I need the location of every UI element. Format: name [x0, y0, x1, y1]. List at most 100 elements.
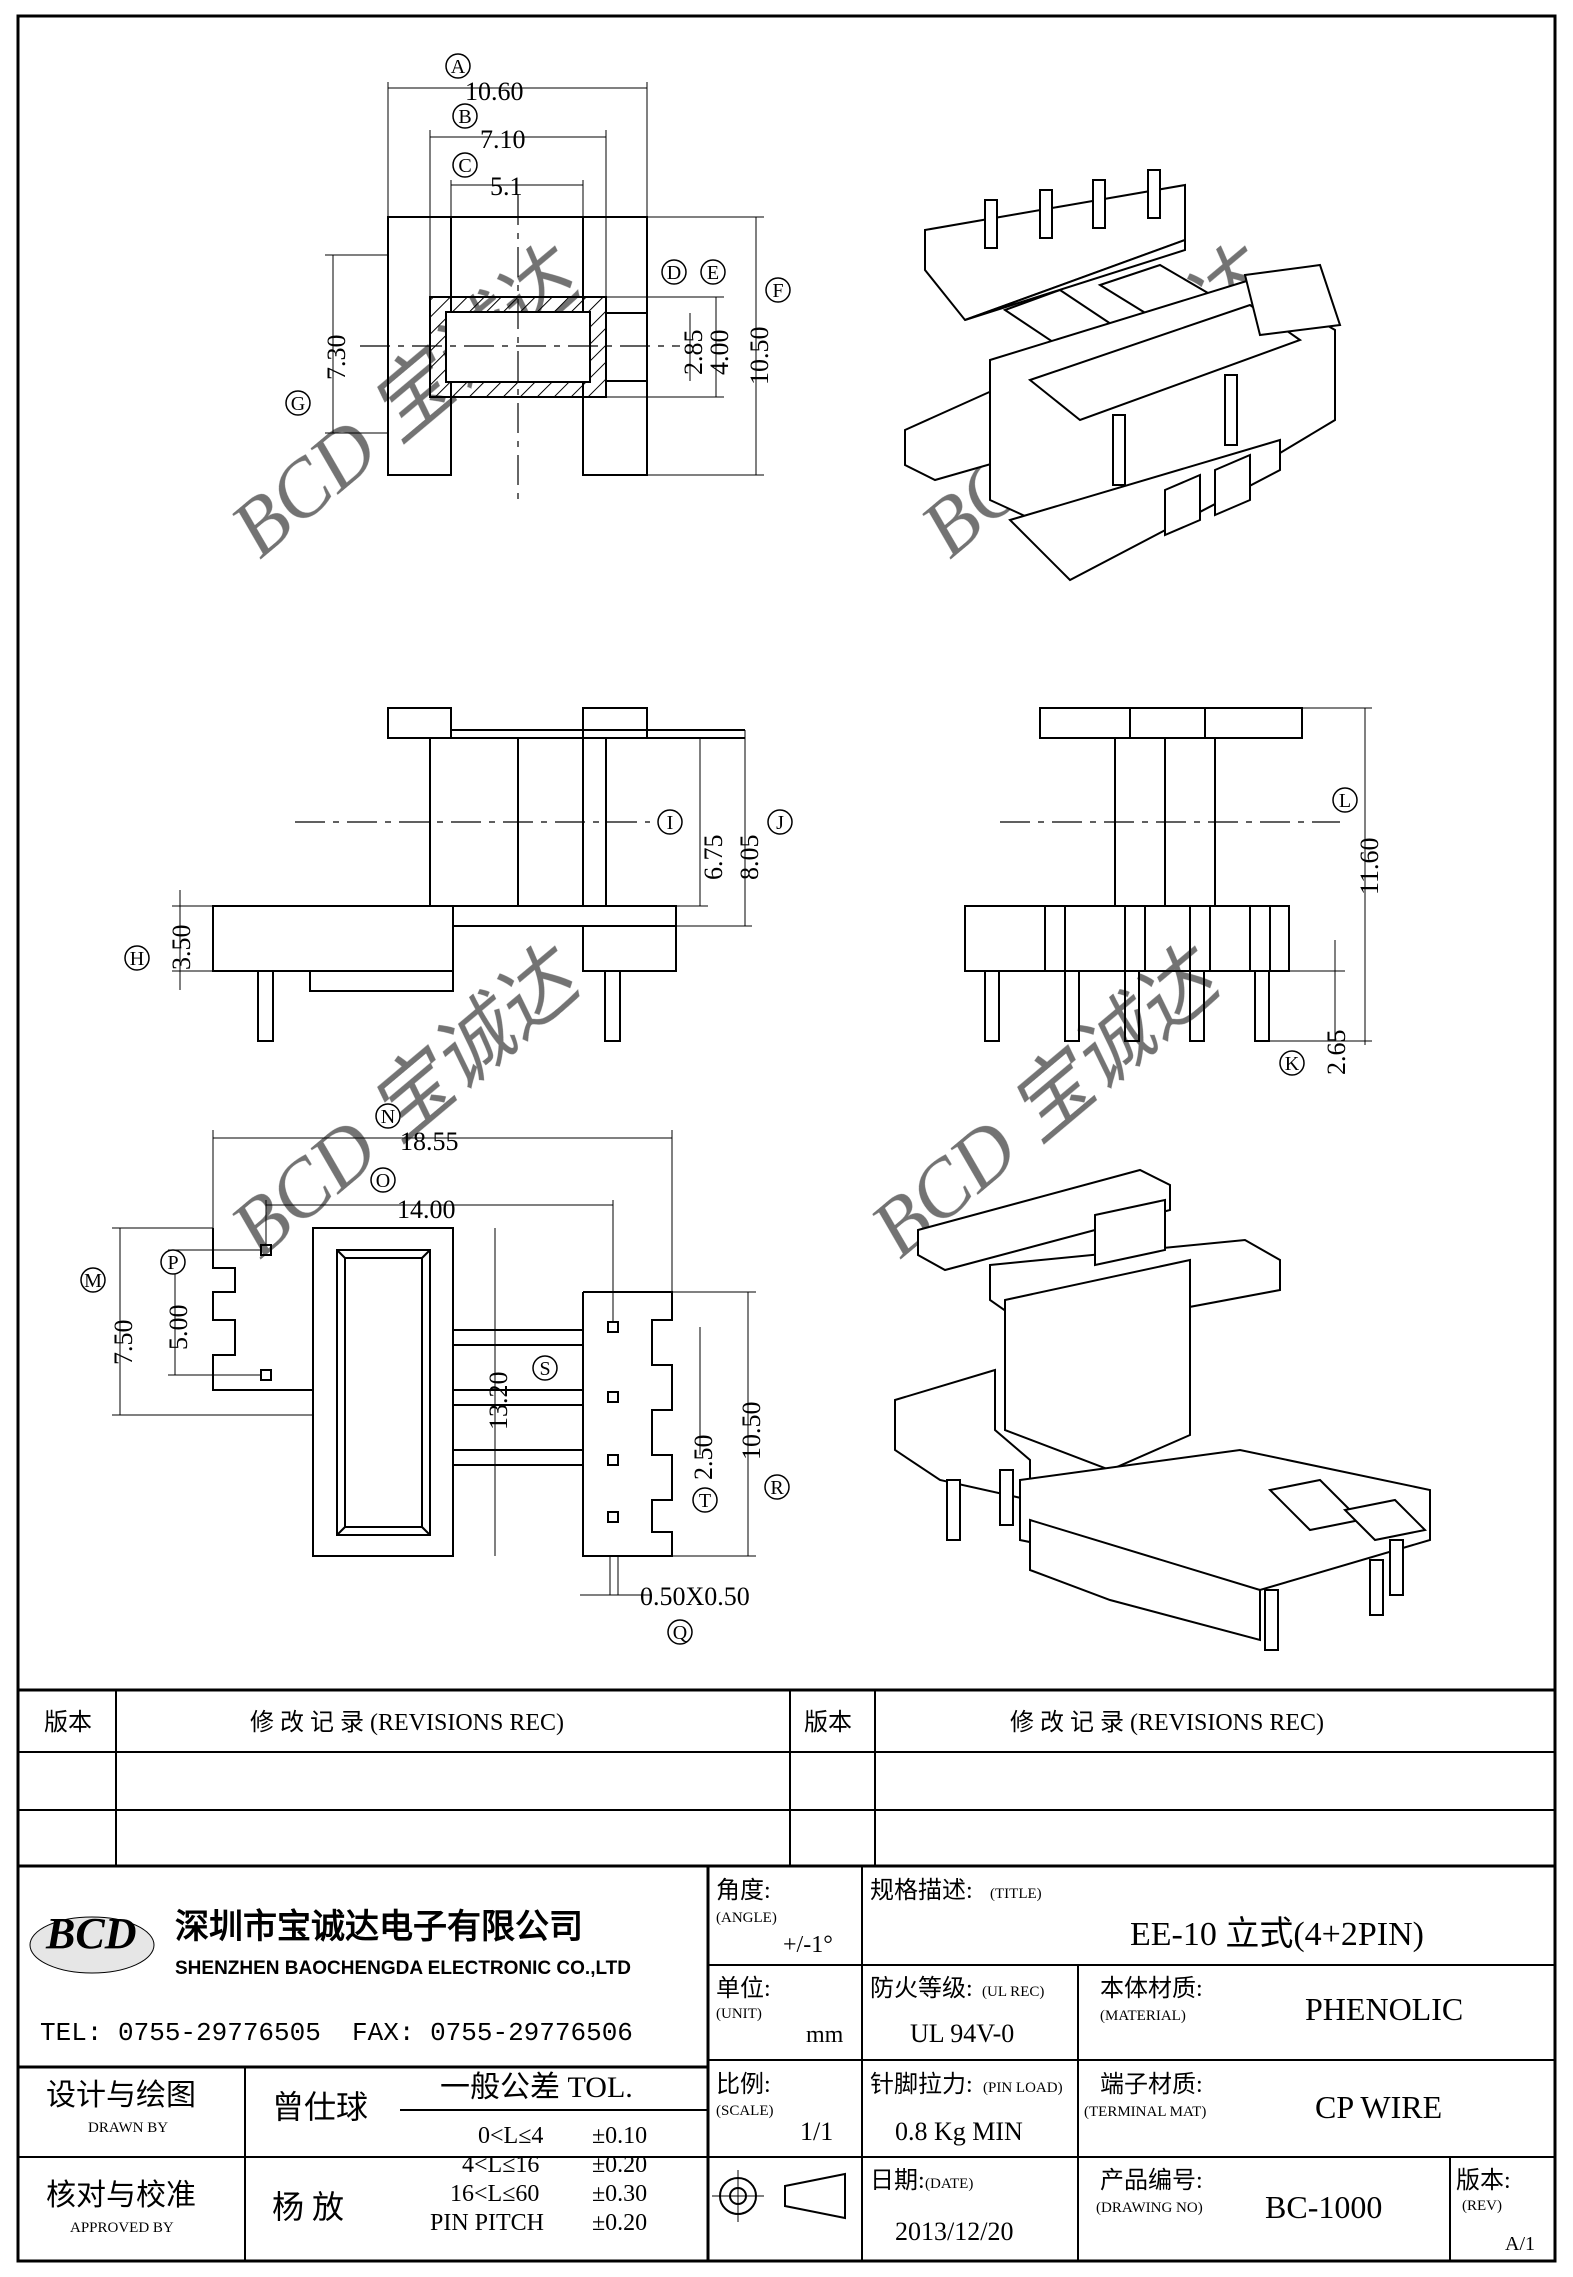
tol-value-2: ±0.30 [592, 2181, 647, 2207]
ul-sub: (UL REC) [982, 1984, 1044, 2000]
sheet-border [16, 14, 1557, 2263]
ul-value: UL 94V-0 [910, 2019, 1014, 2048]
approved-label: 核对与校准 [46, 2179, 196, 2212]
tol-value-3: ±0.20 [592, 2210, 647, 2236]
company-name-cn: 深圳市宝诚达电子有限公司 [175, 1907, 583, 1946]
dim-e: 4.00 [705, 330, 734, 376]
dim-n: 18.55 [400, 1127, 459, 1156]
svg-text:M: M [84, 1270, 102, 1292]
rev-col-version-2: 版本 [804, 1709, 852, 1736]
ul-label: 防火等级: [870, 1975, 973, 2002]
rev-col-version-1: 版本 [44, 1709, 92, 1736]
bubble-c: C [452, 152, 478, 178]
bubble-l: L [1332, 787, 1358, 813]
pin-label: 针脚拉力: [870, 2071, 973, 2098]
top-view-dims: 10.60 7.10 5.1 7.30 2.85 4.00 10.50 [322, 77, 774, 385]
svg-text:C: C [458, 155, 471, 177]
svg-text:D: D [667, 262, 681, 284]
side-view [964, 707, 1372, 1045]
drawn-value: 曾仕球 [272, 2089, 368, 2125]
material-value: PHENOLIC [1305, 1991, 1463, 2027]
bubble-p: P [160, 1249, 186, 1275]
svg-text:Q: Q [673, 1622, 688, 1644]
drawn-label: 设计与绘图 [46, 2079, 196, 2112]
drawing-sub: (DRAWING NO) [1096, 2200, 1203, 2216]
unit-label: 单位: [716, 1975, 771, 2002]
dim-d: 2.85 [679, 330, 708, 376]
iso-view-top [904, 169, 1342, 582]
tol-value-0: ±0.10 [592, 2123, 647, 2149]
terminal-sub: (TERMINAL MAT) [1084, 2104, 1206, 2120]
unit-sub: (UNIT) [716, 2006, 762, 2022]
projection-symbol [712, 2170, 846, 2222]
dim-c: 5.1 [490, 172, 523, 201]
front-view-dims: 6.75 8.05 3.50 [167, 835, 764, 971]
dim-p: 5.00 [164, 1305, 193, 1351]
top-view [325, 82, 764, 500]
company-contact: TEL: 0755-29776505 FAX: 0755-29776506 [40, 2018, 633, 2048]
dim-o: 14.00 [397, 1195, 456, 1224]
bubble-b: B [452, 103, 478, 129]
tol-range-1: 4<L≤16 [462, 2152, 539, 2178]
svg-text:I: I [667, 812, 674, 834]
tol-rows: 0<L≤4 ±0.10 4<L≤16 ±0.20 16<L≤60 ±0.30 P… [430, 2123, 647, 2236]
front-view [172, 707, 752, 1042]
dim-s: 13.20 [484, 1372, 513, 1431]
dim-bubbles: A B C D E F G H I J K L M N O P Q R S T [80, 53, 1358, 1645]
bubble-j: J [767, 809, 793, 835]
dim-i: 6.75 [699, 835, 728, 881]
svg-text:A: A [451, 56, 466, 78]
dim-j: 8.05 [735, 835, 764, 881]
dim-a: 10.60 [465, 77, 524, 106]
bubble-k: K [1279, 1050, 1305, 1076]
rev-label: 版本: [1456, 2167, 1511, 2194]
bubble-m: M [80, 1267, 106, 1293]
rev-col-record-1: 修 改 记 录 (REVISIONS REC) [250, 1709, 564, 1736]
bubble-s: S [532, 1355, 558, 1381]
dim-t: 2.50 [689, 1435, 718, 1481]
iso-view-bottom [894, 1168, 1431, 1651]
rev-value: A/1 [1505, 2233, 1535, 2255]
bubble-g: G [285, 390, 311, 416]
svg-text:E: E [707, 262, 719, 284]
svg-text:J: J [776, 812, 784, 834]
dim-f: 10.50 [745, 327, 774, 386]
bubble-i: I [657, 809, 683, 835]
svg-text:H: H [130, 948, 144, 970]
revisions-table [18, 1688, 1555, 1868]
svg-text:K: K [1285, 1053, 1300, 1075]
dim-m: 7.50 [109, 1320, 138, 1366]
bottom-view-dims: 18.55 14.00 7.50 5.00 13.20 2.50 10.50 0… [109, 1127, 766, 1611]
bubble-e: E [700, 259, 726, 285]
terminal-label: 端子材质: [1100, 2071, 1203, 2098]
material-sub: (MATERIAL) [1100, 2008, 1186, 2024]
dim-k: 2.65 [1322, 1030, 1351, 1076]
revisions-header: 版本 修 改 记 录 (REVISIONS REC) 版本 修 改 记 录 (R… [44, 1709, 1324, 1736]
date-label: 日期: [870, 2168, 925, 2194]
bubble-q: Q [667, 1619, 693, 1645]
drawing-label: 产品编号: [1100, 2167, 1203, 2194]
dim-q: 0.50X0.50 [640, 1582, 750, 1611]
bottom-view [112, 1130, 756, 1596]
svg-text:O: O [376, 1170, 390, 1192]
scale-sub: (SCALE) [716, 2103, 774, 2119]
svg-text:G: G [291, 393, 305, 415]
svg-text:R: R [770, 1477, 784, 1499]
rev-sub: (REV) [1462, 2198, 1502, 2214]
tol-range-2: 16<L≤60 [450, 2181, 539, 2207]
approved-value: 杨 放 [272, 2189, 344, 2225]
date-value: 2013/12/20 [895, 2217, 1013, 2246]
svg-text:T: T [699, 1490, 711, 1512]
bubble-a: A [445, 53, 471, 79]
pin-value: 0.8 Kg MIN [895, 2117, 1023, 2146]
pin-sub: (PIN LOAD) [983, 2080, 1063, 2096]
drawn-sub: DRAWN BY [88, 2120, 168, 2136]
dim-b: 7.10 [480, 125, 526, 154]
drawing-value: BC-1000 [1265, 2189, 1382, 2225]
dim-h: 3.50 [167, 925, 196, 971]
company-name-en: SHENZHEN BAOCHENGDA ELECTRONIC CO.,LTD [175, 1958, 631, 1979]
title-label: 规格描述: [870, 1877, 973, 1904]
dim-r: 10.50 [737, 1402, 766, 1461]
date-sub: (DATE) [925, 2176, 973, 2192]
